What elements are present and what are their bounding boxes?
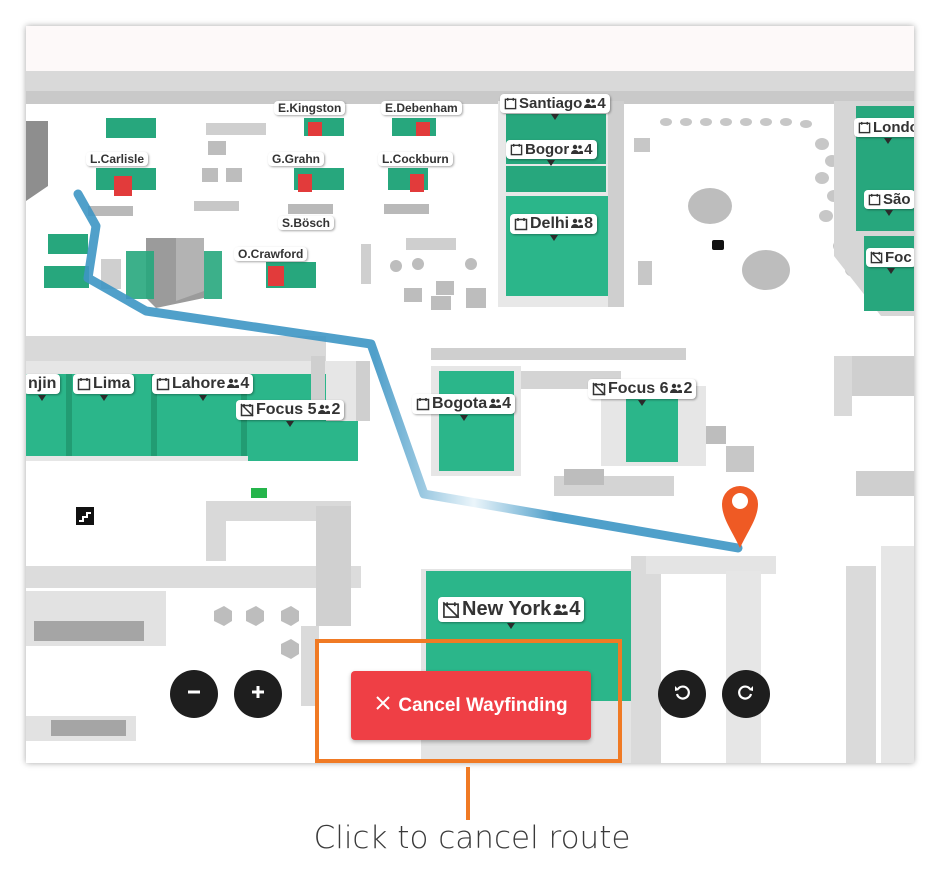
desk-cluster-middle bbox=[266, 118, 436, 288]
room-label-lahore[interactable]: Lahore 4 bbox=[152, 374, 254, 401]
zoom-out-button[interactable] bbox=[170, 670, 218, 718]
room-capacity: 4 bbox=[240, 375, 250, 392]
room-label-london[interactable]: Londo bbox=[854, 118, 914, 144]
plus-icon bbox=[250, 684, 266, 705]
desk-label[interactable]: L.Carlisle bbox=[86, 152, 149, 166]
desk-label[interactable]: O.Crawford bbox=[234, 247, 308, 261]
calendar-icon bbox=[416, 397, 430, 411]
desk-label-text: O.Crawford bbox=[238, 247, 304, 261]
room-name: Lima bbox=[93, 375, 131, 392]
room-name: New York bbox=[462, 598, 552, 620]
calendar-icon bbox=[156, 377, 170, 391]
desk-label[interactable]: S.Bösch bbox=[278, 216, 335, 230]
room-name: Bogor bbox=[525, 141, 570, 158]
calendar-off-icon bbox=[240, 403, 254, 417]
highlight-box bbox=[315, 639, 622, 763]
desk-label-text: G.Grahn bbox=[272, 152, 321, 166]
room-label-focus[interactable]: Foc bbox=[866, 248, 914, 274]
misc-furniture bbox=[194, 123, 486, 310]
callout-line bbox=[466, 767, 470, 820]
room-capacity: 4 bbox=[584, 141, 593, 158]
room-capacity: 8 bbox=[584, 215, 594, 232]
room-capacity: 4 bbox=[569, 598, 581, 620]
desk-label[interactable]: E.Debenham bbox=[381, 101, 462, 115]
rotate-ccw-icon bbox=[673, 683, 691, 706]
room-name: Santiago bbox=[519, 95, 583, 112]
calendar-icon bbox=[504, 97, 517, 110]
people-icon bbox=[489, 395, 502, 413]
wayfinding-route bbox=[73, 189, 743, 553]
room-capacity: 4 bbox=[502, 395, 512, 412]
calendar-icon bbox=[514, 217, 528, 231]
room-label-new-york[interactable]: New York 4 bbox=[438, 597, 585, 629]
calendar-off-icon bbox=[592, 382, 606, 396]
desk-label-text: L.Carlisle bbox=[90, 152, 145, 166]
room-name: Focus 6 bbox=[608, 380, 669, 397]
desk-label-text: E.Kingston bbox=[278, 101, 342, 115]
desk-label[interactable]: G.Grahn bbox=[268, 152, 325, 166]
people-icon bbox=[571, 141, 584, 158]
room-label-sao[interactable]: São bbox=[864, 190, 914, 216]
desk-label-text: E.Debenham bbox=[385, 101, 458, 115]
room-capacity: 2 bbox=[683, 380, 693, 397]
desk-label-text: L.Cockburn bbox=[382, 152, 449, 166]
people-icon bbox=[584, 95, 597, 112]
rooms-top-column bbox=[498, 101, 624, 307]
calendar-icon bbox=[77, 377, 91, 391]
cancel-wayfinding-label: Cancel Wayfinding bbox=[398, 694, 568, 716]
room-capacity: 4 bbox=[597, 95, 606, 112]
destination-pin bbox=[722, 486, 758, 548]
room-name: Focus 5 bbox=[256, 401, 317, 418]
room-name: Bogota bbox=[432, 395, 488, 412]
minus-icon bbox=[186, 684, 202, 705]
room-name: Foc bbox=[885, 249, 912, 266]
room-label-delhi[interactable]: Delhi 8 bbox=[510, 214, 598, 241]
rotate-right-button[interactable] bbox=[722, 670, 770, 718]
room-label-focus-6[interactable]: Focus 6 2 bbox=[588, 379, 697, 406]
room-label-bogota[interactable]: Bogota 4 bbox=[412, 394, 516, 421]
room-name: Lahore bbox=[172, 375, 226, 392]
map-viewport[interactable]: E.Kingston E.Debenham L.Carlisle G.Grahn… bbox=[26, 26, 914, 763]
room-label-focus-5[interactable]: Focus 5 2 bbox=[236, 400, 345, 427]
cancel-wayfinding-button[interactable]: Cancel Wayfinding bbox=[351, 671, 591, 740]
desk-label-text: S.Bösch bbox=[282, 216, 331, 230]
lounge-tables bbox=[634, 118, 863, 290]
close-icon bbox=[374, 694, 392, 718]
calendar-icon bbox=[510, 143, 523, 156]
room-label-santiago[interactable]: Santiago 4 bbox=[500, 94, 610, 120]
calendar-off-icon bbox=[442, 601, 460, 619]
rotate-left-button[interactable] bbox=[658, 670, 706, 718]
desk-cluster-left bbox=[44, 118, 222, 308]
desk-label[interactable]: E.Kingston bbox=[274, 101, 346, 115]
room-label-lima[interactable]: Lima bbox=[73, 374, 135, 401]
people-icon bbox=[318, 401, 331, 419]
zoom-in-button[interactable] bbox=[234, 670, 282, 718]
room-name: São bbox=[883, 191, 911, 208]
room-name: njin bbox=[28, 375, 57, 392]
room-label-bogor[interactable]: Bogor 4 bbox=[506, 140, 597, 166]
calendar-off-icon bbox=[870, 251, 883, 264]
room-name: Londo bbox=[873, 119, 914, 136]
people-icon bbox=[571, 215, 584, 233]
right-structures bbox=[834, 356, 914, 763]
people-icon bbox=[227, 375, 240, 393]
people-icon bbox=[670, 380, 683, 398]
desk-label[interactable]: L.Cockburn bbox=[378, 152, 453, 166]
people-icon bbox=[553, 598, 568, 621]
stairs-icon bbox=[76, 507, 94, 525]
room-label-njin[interactable]: njin bbox=[26, 374, 61, 401]
caption: Click to cancel route bbox=[313, 820, 631, 856]
rooms-middle bbox=[431, 348, 754, 496]
room-capacity: 2 bbox=[331, 401, 341, 418]
rotate-cw-icon bbox=[737, 683, 755, 706]
calendar-icon bbox=[858, 121, 871, 134]
calendar-icon bbox=[868, 193, 881, 206]
room-name: Delhi bbox=[530, 215, 570, 232]
